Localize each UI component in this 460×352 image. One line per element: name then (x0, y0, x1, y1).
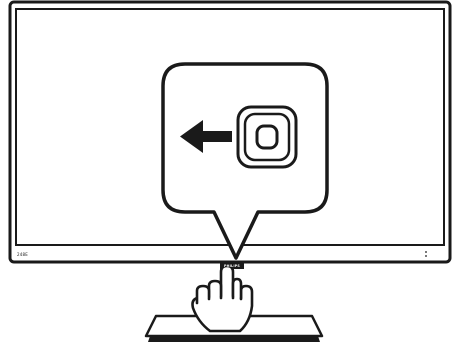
brand-badge (220, 262, 244, 269)
pointing-hand-icon (191, 264, 254, 333)
callout-bubble (161, 62, 329, 260)
left-arrow-icon (180, 120, 232, 153)
model-label: 248E (17, 252, 28, 257)
control-button-icon[interactable] (236, 105, 298, 169)
brand-label: PHILIPS (224, 264, 240, 268)
power-indicator-icon (425, 251, 427, 257)
